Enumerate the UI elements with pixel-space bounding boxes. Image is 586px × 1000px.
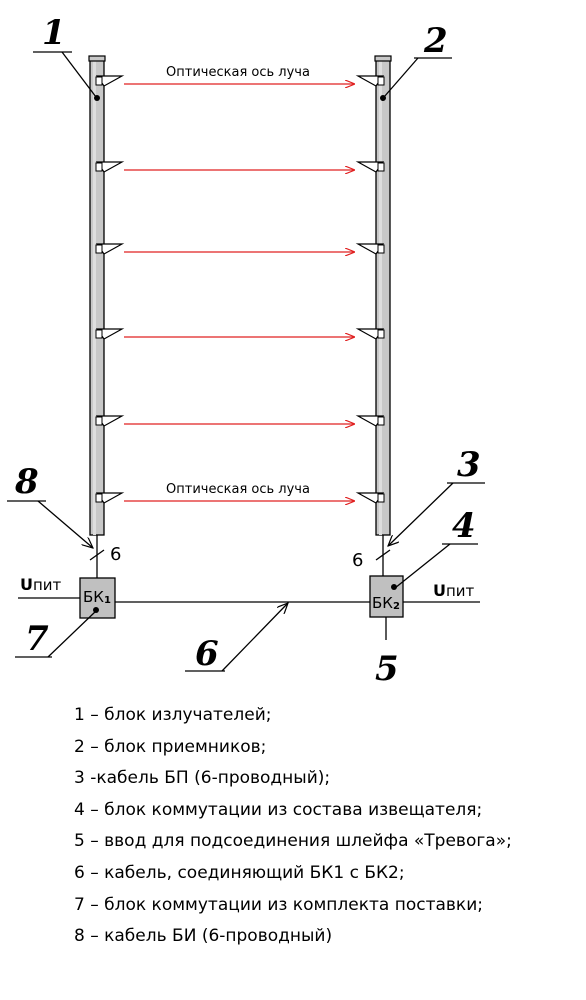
cable-bi-wire-count: 6 <box>110 544 121 565</box>
receiver-post <box>374 55 392 536</box>
alarm-loop-input: 5 <box>375 617 399 689</box>
legend: 1 – блок излучателей; 2 – блок приемнико… <box>74 700 512 953</box>
legend-item: 3 -кабель БП (6-проводный); <box>74 768 331 789</box>
bk2-label: БК2 <box>372 594 400 612</box>
callout-7: 7 <box>15 610 97 659</box>
receiver-head <box>377 416 385 426</box>
callout-1-number: 1 <box>42 13 66 53</box>
beam-label-top: Оптическая ось луча <box>166 65 310 80</box>
receiver-head <box>377 76 385 86</box>
legend-item: 2 – блок приемников; <box>74 736 267 757</box>
emitter-head <box>95 76 103 86</box>
cable-bi: 6 <box>89 535 121 578</box>
power-input-right: Uпит <box>403 581 480 603</box>
callout-4: 4 <box>394 506 478 589</box>
emitter-head <box>95 493 103 503</box>
callout-5-number: 5 <box>375 649 399 689</box>
beams <box>95 75 385 503</box>
receiver-head <box>377 162 385 172</box>
callout-6-number: 6 <box>195 634 219 674</box>
switch-box-bk2: БК2 <box>369 575 404 618</box>
cable-bp: 6 <box>352 535 391 578</box>
callout-3-number: 3 <box>457 445 481 485</box>
callout-7-number: 7 <box>25 619 49 659</box>
receiver-head <box>377 244 385 254</box>
callout-8: 8 <box>7 462 93 548</box>
emitter-head <box>95 329 103 339</box>
emitter-head <box>95 244 103 254</box>
callout-3: 3 <box>388 445 485 546</box>
legend-item: 5 – ввод для подсоединения шлейфа «Трево… <box>74 831 512 852</box>
legend-item: 4 – блок коммутации из состава извещател… <box>74 799 483 820</box>
callout-2: 2 <box>383 21 452 98</box>
emitter-head <box>95 162 103 172</box>
receiver-head <box>377 493 385 503</box>
emitter-head <box>95 416 103 426</box>
power-input-left: Uпит <box>18 575 80 599</box>
cable-bp-wire-count: 6 <box>352 550 363 571</box>
diagram: Оптическая ось луча Оптическая ось луча … <box>7 13 485 689</box>
callout-6: 6 <box>185 603 288 674</box>
legend-item: 6 – кабель, соединяющий БК1 с БК2; <box>74 862 405 883</box>
beam-label-bottom: Оптическая ось луча <box>166 482 310 497</box>
legend-item: 7 – блок коммутации из комплекта поставк… <box>74 894 483 915</box>
bk1-label: БК1 <box>83 588 111 606</box>
emitter-post <box>88 55 106 536</box>
receiver-head <box>377 329 385 339</box>
legend-item: 8 – кабель БИ (6-проводный) <box>74 926 333 947</box>
legend-item: 1 – блок излучателей; <box>74 705 272 725</box>
switch-box-bk1: БК1 <box>79 577 116 619</box>
callout-1: 1 <box>33 13 97 98</box>
callout-2-number: 2 <box>423 21 448 61</box>
callout-8-number: 8 <box>14 462 39 502</box>
power-label-left: Uпит <box>20 575 62 594</box>
callout-4-number: 4 <box>452 506 476 546</box>
power-label-right: Uпит <box>433 581 475 600</box>
